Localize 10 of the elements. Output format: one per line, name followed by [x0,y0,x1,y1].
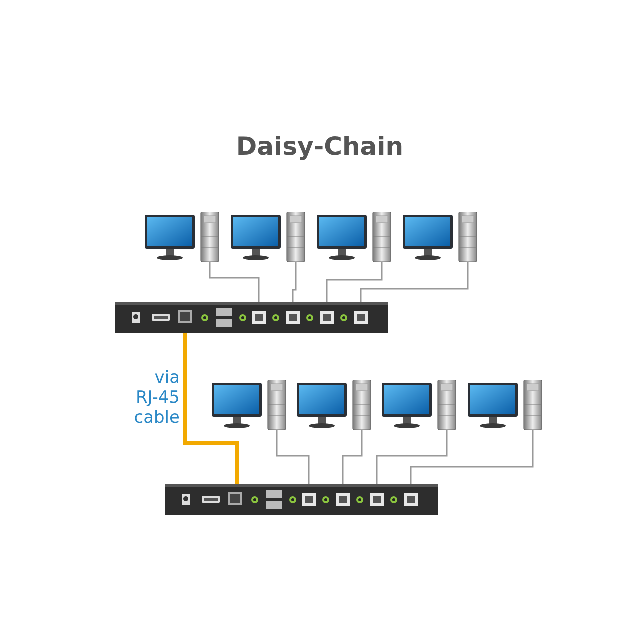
diagram-title: Daisy-Chain [236,132,404,161]
connection-line [276,430,310,484]
connection-line [209,262,260,302]
connection-line [376,430,448,484]
connection-line [410,430,534,484]
cable [183,333,239,484]
connection-line [360,262,469,302]
connection-line [292,262,297,302]
connection-line [342,430,363,484]
connection-line [326,262,383,302]
